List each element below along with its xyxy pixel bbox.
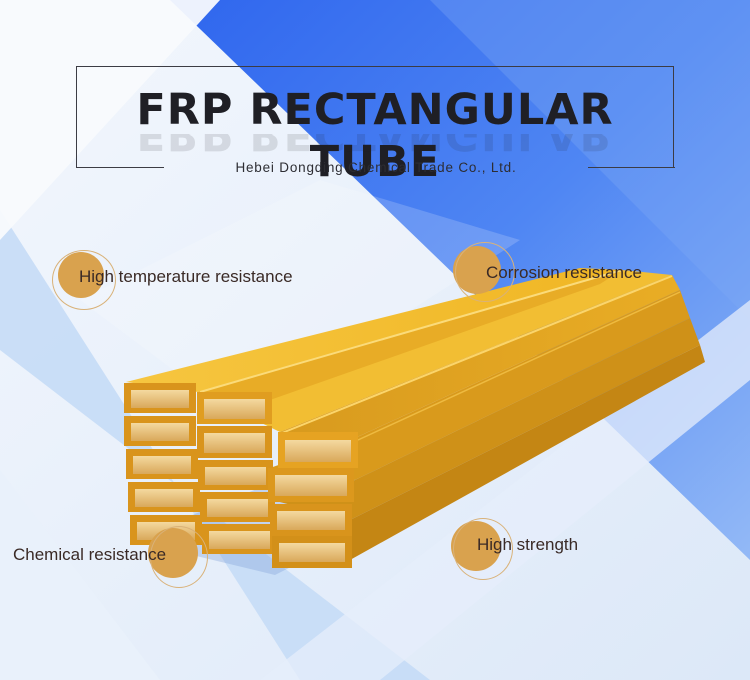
feature-label: Corrosion resistance — [486, 263, 642, 282]
title-frame-line-left — [76, 167, 164, 168]
tube-ends-right-column — [268, 432, 358, 568]
tube-ends-left-column — [124, 383, 202, 545]
feature-label: High strength — [477, 535, 579, 554]
feature-ring-icon — [455, 242, 515, 302]
title-frame — [76, 66, 674, 168]
feature-label: Chemical resistance — [13, 545, 167, 564]
tube-ends-middle-column — [197, 392, 277, 554]
feature-ring-icon — [150, 526, 208, 588]
page-title-reflection: FRP RECTANGULAR TUBE — [136, 134, 614, 159]
feature-ring-icon — [453, 518, 513, 580]
feature-ring-icon — [52, 250, 116, 310]
title-frame-line-right — [588, 167, 675, 168]
feature-label: High temperature resistance — [79, 267, 293, 286]
page-title: FRP RECTANGULAR TUBE — [136, 85, 614, 187]
company-name: Hebei Dongding Chemical Trade Co., Ltd. — [235, 160, 517, 175]
